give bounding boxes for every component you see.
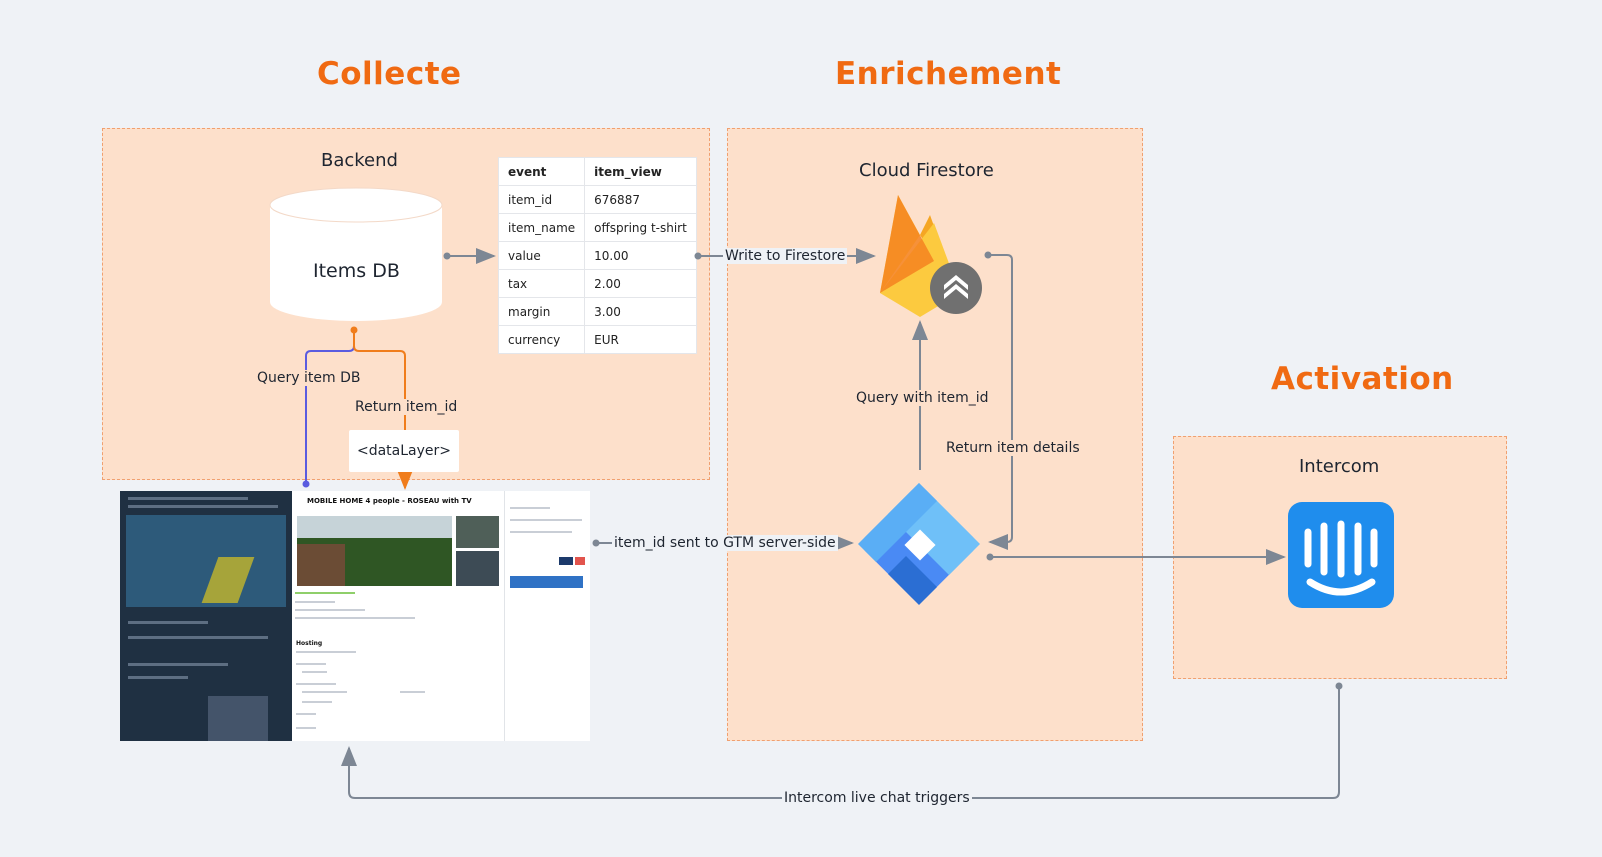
return-item-id-label: Return item_id — [353, 399, 460, 415]
event-table-value: offspring t-shirt — [584, 213, 697, 242]
query-item-db-label: Query item DB — [255, 370, 363, 386]
event-table-value: item_view — [584, 157, 697, 186]
items-db-label: Items DB — [313, 260, 400, 282]
firebase-icon[interactable] — [876, 193, 986, 323]
backend-title: Backend — [321, 150, 398, 171]
query-item-db-line — [305, 330, 355, 483]
event-table-value: 3.00 — [584, 297, 697, 326]
datalayer-box: <dataLayer> — [349, 430, 459, 472]
event-table-value: 676887 — [584, 185, 697, 214]
google-tag-manager-icon[interactable] — [854, 479, 984, 609]
event-table-key: margin — [497, 297, 586, 326]
section-title-enrichement: Enrichement — [835, 56, 1062, 92]
product-page-left-panel — [120, 491, 292, 741]
product-main-photo — [297, 516, 452, 586]
event-table-value: 2.00 — [584, 269, 697, 298]
event-table-key: value — [497, 241, 586, 270]
cloud-firestore-title: Cloud Firestore — [859, 160, 994, 181]
event-table-key: item_name — [497, 213, 586, 242]
event-table-value: EUR — [584, 325, 697, 354]
product-page-screenshot[interactable]: MOBILE HOME 4 people - ROSEAU with TV Ho… — [120, 491, 590, 741]
event-table-key: currency — [497, 325, 586, 354]
item-id-sent-label: item_id sent to GTM server-side — [612, 535, 838, 551]
return-item-details-label: Return item details — [944, 440, 1082, 456]
intercom-title: Intercom — [1299, 456, 1380, 477]
product-photo-3 — [456, 551, 499, 586]
product-section-heading: Hosting — [296, 640, 323, 647]
book-button[interactable] — [510, 576, 583, 588]
database-cylinder-icon[interactable] — [267, 186, 445, 326]
query-with-item-id-label: Query with item_id — [854, 390, 991, 406]
section-title-collecte: Collecte — [317, 56, 462, 92]
event-table-value: 10.00 — [584, 241, 697, 270]
intercom-trigger-label: Intercom live chat triggers — [782, 790, 972, 806]
section-title-activation: Activation — [1271, 361, 1454, 397]
event-table-key: event — [497, 157, 586, 186]
return-item-details-arrow — [988, 254, 1013, 550]
product-photo-2 — [456, 516, 499, 548]
write-to-firestore-label: Write to Firestore — [723, 248, 848, 264]
product-page-title: MOBILE HOME 4 people - ROSEAU with TV — [307, 497, 472, 505]
return-item-id-line — [353, 330, 413, 490]
intercom-icon[interactable] — [1288, 502, 1394, 608]
